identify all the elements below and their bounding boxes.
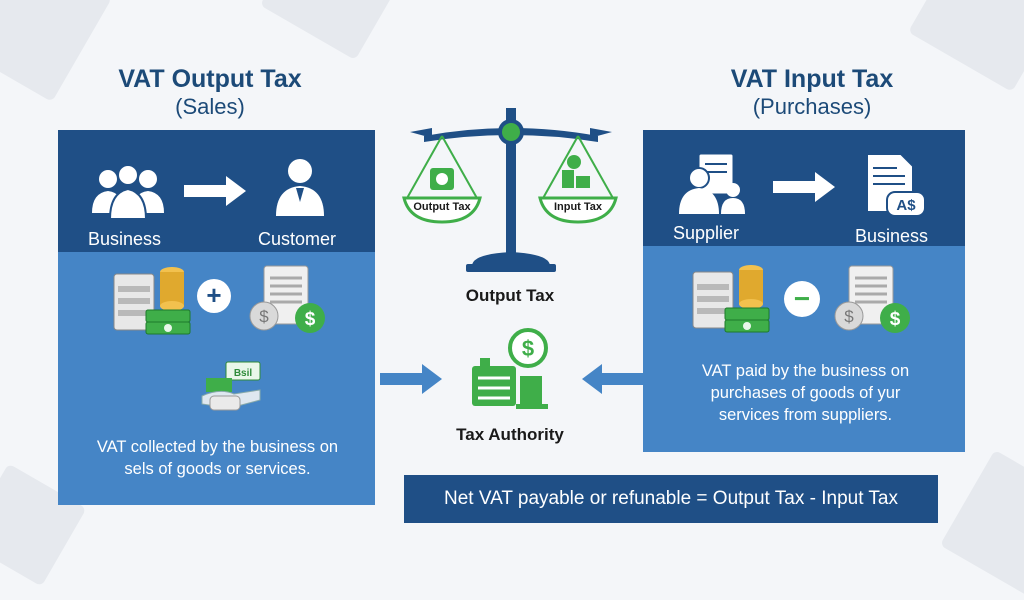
document-icon: A$ [866,153,926,217]
output-tax-description: VAT collected by the business on sels of… [96,438,339,478]
invoice-dollar-icon: $ $ [834,265,910,333]
output-tax-panel: Business Customer + $ $ Bsil VAT collect… [58,130,375,505]
output-tax-title-line1: VAT Output Tax [118,65,302,93]
invoice-dollar-icon: $ $ [249,265,325,333]
background-shape [259,0,411,61]
input-tax-title-line1: VAT Input Tax [730,65,894,93]
tax-authority-icon: $ [472,328,548,409]
output-tax-title: VAT Output Tax (Sales) [60,64,360,120]
tax-authority-label: Tax Authority [456,425,564,444]
svg-text:$: $ [890,309,901,330]
scale-caption: Output Tax [465,286,555,305]
plus-icon: + [197,279,231,313]
arrow-right-icon [380,364,442,394]
svg-text:$: $ [259,307,269,326]
business-label-right: Business [855,226,929,246]
money-hand-icon: Bsil [201,361,261,411]
input-tax-description: VAT paid by the business on purchases of… [701,362,910,424]
input-tax-title: VAT Input Tax (Purchases) [662,64,962,120]
svg-text:$: $ [844,307,854,326]
minus-sign: − [794,283,810,314]
arrow-right-icon [184,176,246,206]
input-tax-title-line2: (Purchases) [752,94,872,119]
business-people-icon [92,164,164,220]
money-tag-text: Bsil [234,368,253,379]
supplier-label: Supplier [673,223,740,243]
output-tax-title-line2: (Sales) [175,94,245,119]
arrow-right-icon [773,172,835,202]
business-label: Business [88,229,162,249]
cash-stack-icon [692,265,770,333]
scale-left-label: Output Tax [413,201,471,213]
cash-stack-icon [113,267,191,335]
background-shape [939,449,1024,600]
plus-sign: + [206,280,221,310]
supplier-icon [679,153,745,214]
minus-icon: − [784,281,820,317]
svg-text:$: $ [305,309,316,330]
input-tax-panel: A$ Supplier Business − $ $ VAT paid by t… [643,130,965,452]
arrow-left-icon [582,364,644,394]
customer-icon [276,159,324,216]
customer-label: Customer [258,229,337,249]
balance-scale-icon: Output Tax Input Tax [402,108,618,272]
document-amount-text: A$ [896,197,916,214]
net-vat-banner: Net VAT payable or refunable = Output Ta… [404,475,938,523]
scale-right-label: Input Tax [554,201,603,213]
svg-text:$: $ [522,336,534,361]
